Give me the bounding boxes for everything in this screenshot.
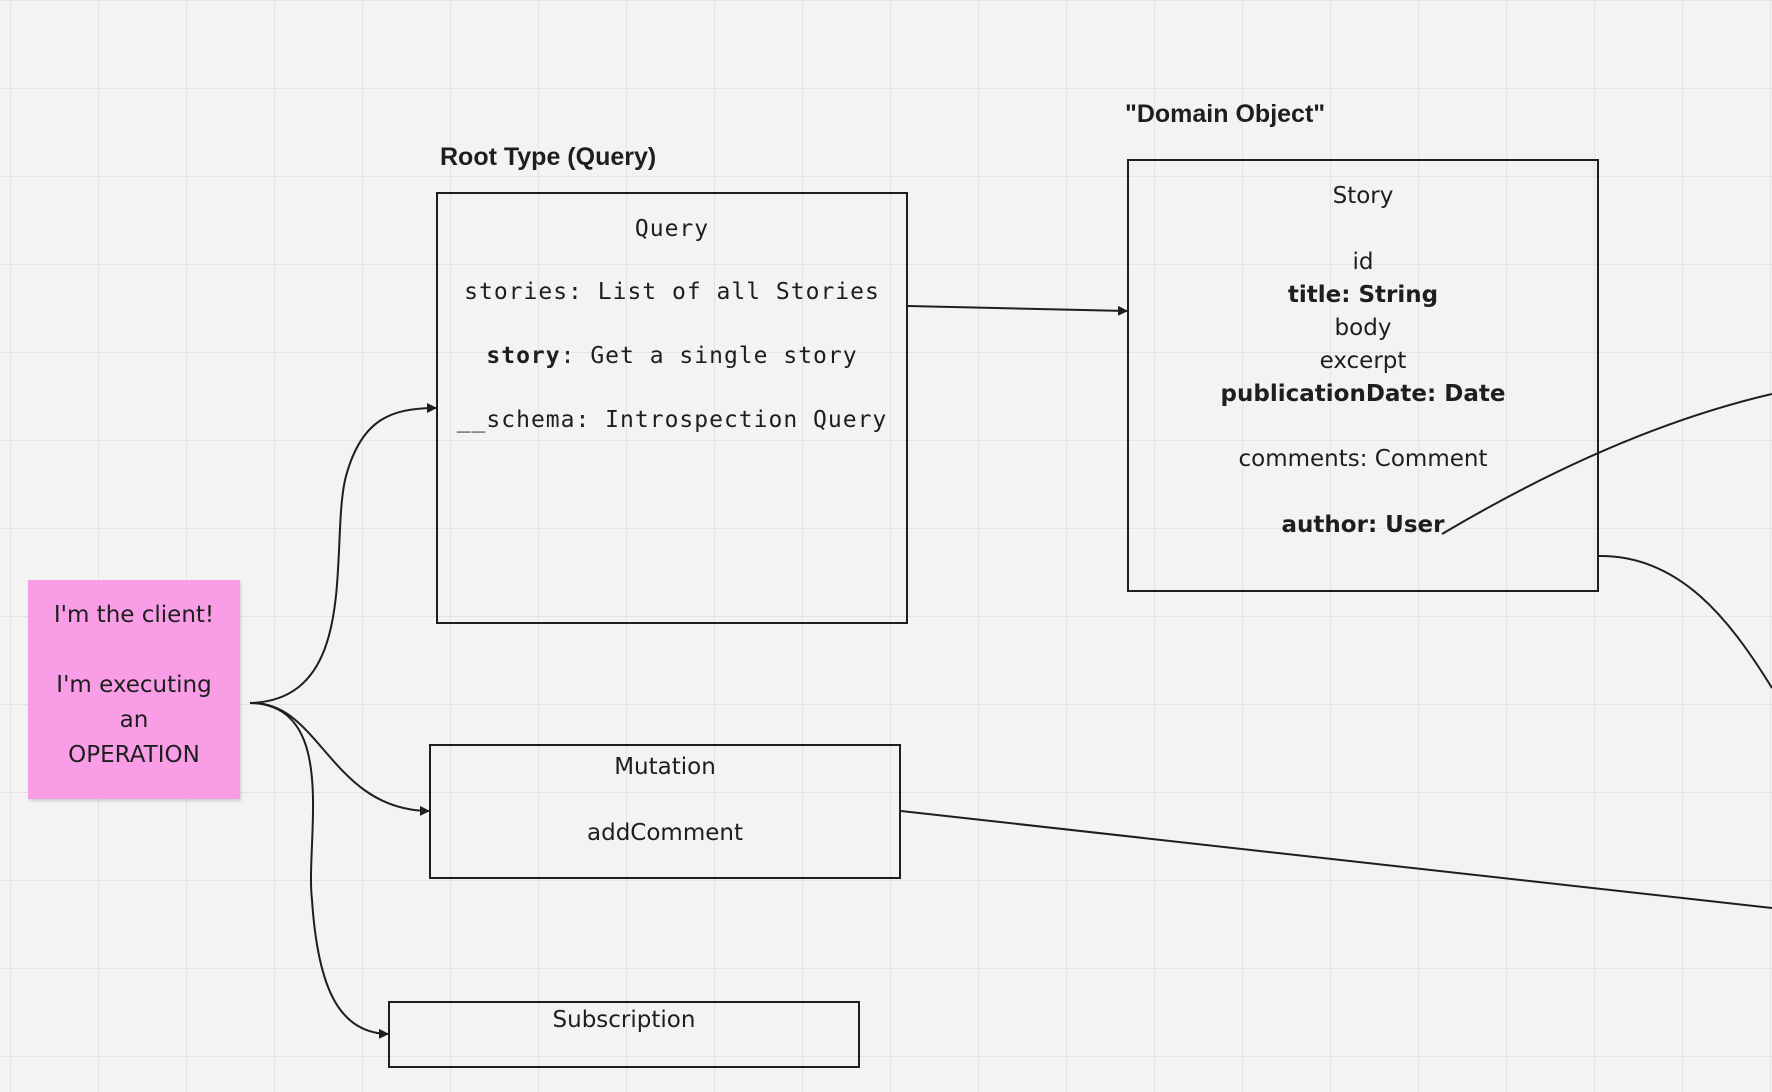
query-field-schema: __schema: Introspection Query	[456, 407, 888, 433]
story-field-author: author: User	[1281, 512, 1445, 538]
sticky-line-an: an	[119, 707, 149, 733]
story-field-id: id	[1352, 249, 1374, 275]
mutation-field-add-comment: addComment	[587, 820, 743, 846]
sticky-line-executing: I'm executing	[56, 672, 212, 698]
connector-mutation-out	[900, 810, 1772, 909]
story-field-body: body	[1334, 315, 1392, 341]
mutation-box[interactable]: Mutation addComment	[429, 744, 901, 879]
story-title: Story	[1332, 183, 1394, 209]
query-field-story: story: Get a single story	[438, 343, 906, 369]
connector-story-to-comment	[1598, 554, 1772, 689]
connector-client-to-subscription	[249, 702, 389, 1039]
query-field-story-name: story	[486, 343, 561, 369]
mutation-title: Mutation	[614, 754, 716, 780]
connector-query-to-story	[907, 305, 1128, 316]
query-field-stories: stories: List of all Stories	[464, 279, 880, 305]
story-field-publication-date: publicationDate: Date	[1220, 381, 1506, 407]
story-field-comments: comments: Comment	[1238, 446, 1488, 472]
connector-client-to-mutation	[249, 701, 430, 816]
sticky-line-client: I'm the client!	[53, 602, 215, 628]
story-box[interactable]: Story id title: String body excerpt publ…	[1127, 159, 1599, 592]
story-field-excerpt: excerpt	[1319, 348, 1407, 374]
subscription-box[interactable]: Subscription	[388, 1001, 860, 1068]
query-field-story-desc: : Get a single story	[560, 343, 858, 369]
story-field-title: title: String	[1287, 282, 1439, 308]
connector-client-to-query	[249, 403, 437, 704]
root-type-label: Root Type (Query)	[440, 143, 657, 171]
query-title: Query	[634, 216, 710, 242]
client-sticky-note[interactable]: I'm the client! I'm executing an OPERATI…	[28, 580, 240, 799]
domain-object-label: "Domain Object"	[1125, 100, 1326, 128]
sticky-line-operation: OPERATION	[68, 742, 200, 768]
connector-author-to-user	[1441, 393, 1772, 535]
subscription-title: Subscription	[552, 1007, 696, 1033]
query-box[interactable]: Query stories: List of all Stories story…	[436, 192, 908, 624]
